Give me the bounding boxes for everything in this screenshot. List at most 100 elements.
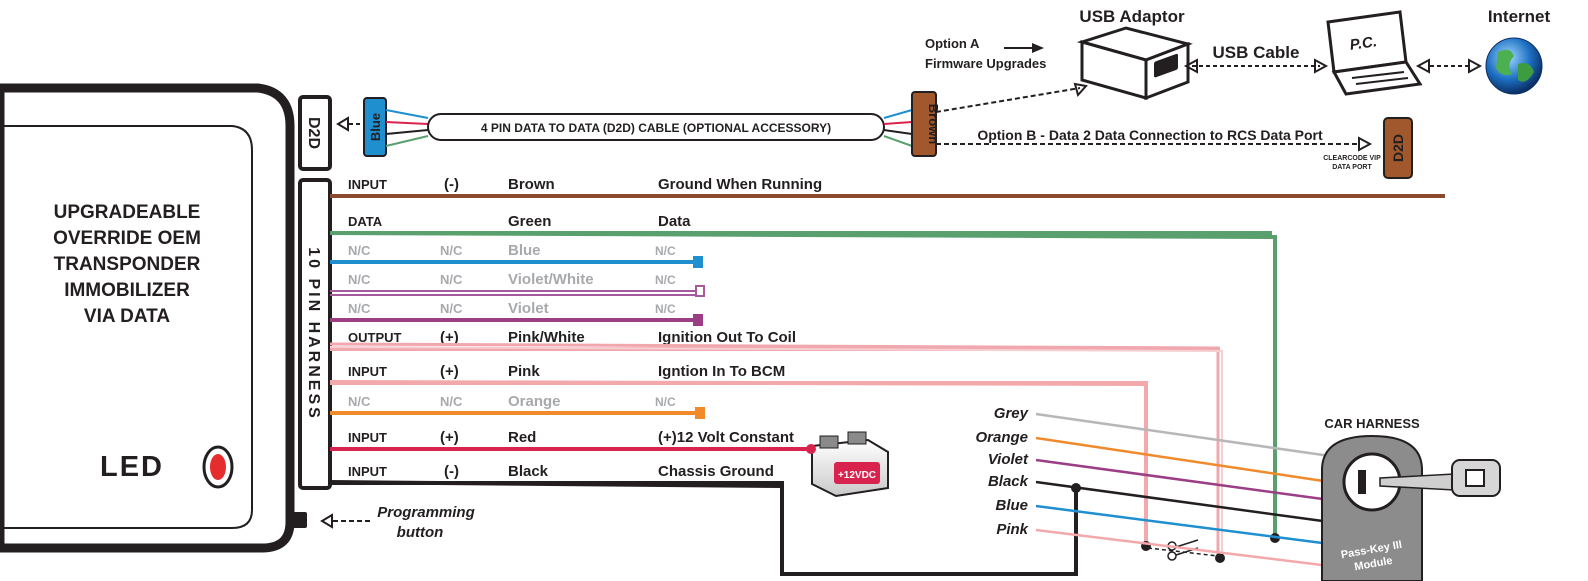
usb-cable [1183, 58, 1329, 74]
rcs-port-caption: CLEARCODE VIP [1323, 155, 1381, 162]
wire-function: N/C [348, 243, 371, 258]
pc-label: P.C. [1349, 33, 1378, 54]
option-a-label: Firmware Upgrades [925, 56, 1046, 71]
wire-polarity: (+) [440, 429, 459, 446]
wire-color-name: Red [508, 429, 536, 446]
wire-color-name: Black [508, 463, 549, 480]
globe-icon [1485, 37, 1543, 95]
wire-description: Igntion In To BCM [658, 363, 785, 380]
wire-polarity: N/C [440, 301, 463, 316]
wire-red: INPUT (+) Red (+)12 Volt Constant [330, 429, 810, 451]
car-wire-label: Pink [996, 521, 1028, 538]
wire-polarity: (-) [444, 463, 459, 480]
wire-function: INPUT [348, 364, 387, 379]
car-wire-label: Violet [988, 451, 1029, 468]
pc-laptop-icon [1326, 10, 1423, 96]
wire-color-name: Violet [508, 300, 549, 317]
wire-function: INPUT [348, 177, 387, 192]
module-title-line: OVERRIDE OEM [53, 228, 201, 249]
car-wire-label: Grey [994, 405, 1029, 422]
wire-description: N/C [655, 273, 676, 287]
d2d-cable-label: 4 PIN DATA TO DATA (D2D) CABLE (OPTIONAL… [481, 121, 831, 135]
internet-label: Internet [1488, 7, 1551, 26]
wire-description: Ignition Out To Coil [658, 329, 796, 346]
wire-description: Data [658, 213, 691, 230]
wire-polarity: (-) [444, 176, 459, 193]
wire-description: N/C [655, 244, 676, 258]
wire-end-cap [695, 407, 705, 419]
wire-end-cap [693, 256, 703, 268]
wire-color-name: Brown [508, 176, 555, 193]
wire-green: DATA Green Data [330, 213, 1272, 235]
wire-color-name: Orange [508, 393, 561, 410]
car-wire-pink: Pink [996, 521, 1331, 568]
wire-color-name: Pink/White [508, 329, 585, 346]
programming-button-label: Programming [377, 504, 475, 521]
led-indicator-icon [202, 445, 234, 489]
car-wire-orange: Orange [975, 429, 1331, 484]
wire-pink: INPUT (+) Pink Igntion In To BCM [330, 363, 1148, 385]
rcs-port-label: D2D [1390, 134, 1406, 162]
wire-function: INPUT [348, 464, 387, 479]
car-wire-line [1035, 528, 1331, 568]
wire-description: N/C [655, 395, 676, 409]
module-title-line: VIA DATA [84, 306, 170, 327]
module-title: UPGRADEABLE OVERRIDE OEM TRANSPONDER IMM… [53, 202, 201, 327]
wire-color-name: Violet/White [508, 271, 594, 288]
option-a-arrow-icon [1004, 43, 1044, 53]
module-title-line: UPGRADEABLE [54, 202, 201, 223]
wire-description: Ground When Running [658, 176, 822, 193]
programming-arrow-icon [320, 513, 370, 529]
wire-function: N/C [348, 272, 371, 287]
d2d-cable: Blue 4 PIN DATA TO DATA (D2D) CABLE (OPT… [336, 91, 941, 157]
car-wire-line [1035, 504, 1331, 546]
wire-description: (+)12 Volt Constant [658, 429, 794, 446]
car-wire-label: Orange [975, 429, 1028, 446]
wire-end-cap [695, 285, 705, 297]
module-title-line: TRANSPONDER [54, 254, 201, 275]
wire-color-name: Blue [508, 242, 541, 259]
battery-label: +12VDC [838, 470, 876, 481]
car-wire-line [1035, 412, 1331, 458]
rcs-data-port: D2D [1383, 117, 1413, 179]
programming-button-label: button [397, 524, 444, 541]
usb-adaptor-icon [1076, 26, 1193, 101]
wire-color-name: Pink [508, 363, 540, 380]
d2d-left-connector-label: Blue [368, 113, 383, 141]
wire-color-name: Green [508, 213, 551, 230]
wire-polarity: N/C [440, 394, 463, 409]
wire-end-cap [693, 314, 703, 326]
wire-function: INPUT [348, 430, 387, 445]
wire-brown: INPUT (-) Brown Ground When Running [330, 176, 1445, 198]
car-wire-line [1035, 480, 1331, 524]
wire-function: N/C [348, 394, 371, 409]
wire-function: DATA [348, 214, 383, 229]
car-wire-violet: Violet [988, 451, 1331, 502]
wire-function: OUTPUT [348, 330, 402, 345]
programming-button[interactable] [289, 512, 307, 528]
car-wire-line [1035, 436, 1331, 484]
car-wire-line [1035, 458, 1331, 502]
wire-polarity: (+) [440, 329, 459, 346]
internet-connection [1415, 58, 1483, 74]
option-b-label: Option B - Data 2 Data Connection to RCS… [977, 127, 1323, 143]
option-b-connection [936, 136, 1373, 152]
usb-adaptor-label: USB Adaptor [1079, 7, 1185, 26]
d2d-right-connector-label: Brown [926, 104, 941, 145]
car-wire-label: Black [988, 473, 1029, 490]
car-harness-title: CAR HARNESS [1324, 416, 1420, 431]
car-wire-blue: Blue [995, 497, 1331, 546]
d2d-port-label: D2D [305, 117, 322, 149]
wire-orange: N/C N/C Orange N/C [330, 393, 705, 419]
battery-icon [806, 431, 889, 498]
option-a-label: Option A [925, 36, 980, 51]
wire-polarity: (+) [440, 363, 459, 380]
wire-polarity: N/C [440, 243, 463, 258]
car-wire-grey: Grey [994, 405, 1331, 458]
car-wire-label: Blue [995, 497, 1028, 514]
